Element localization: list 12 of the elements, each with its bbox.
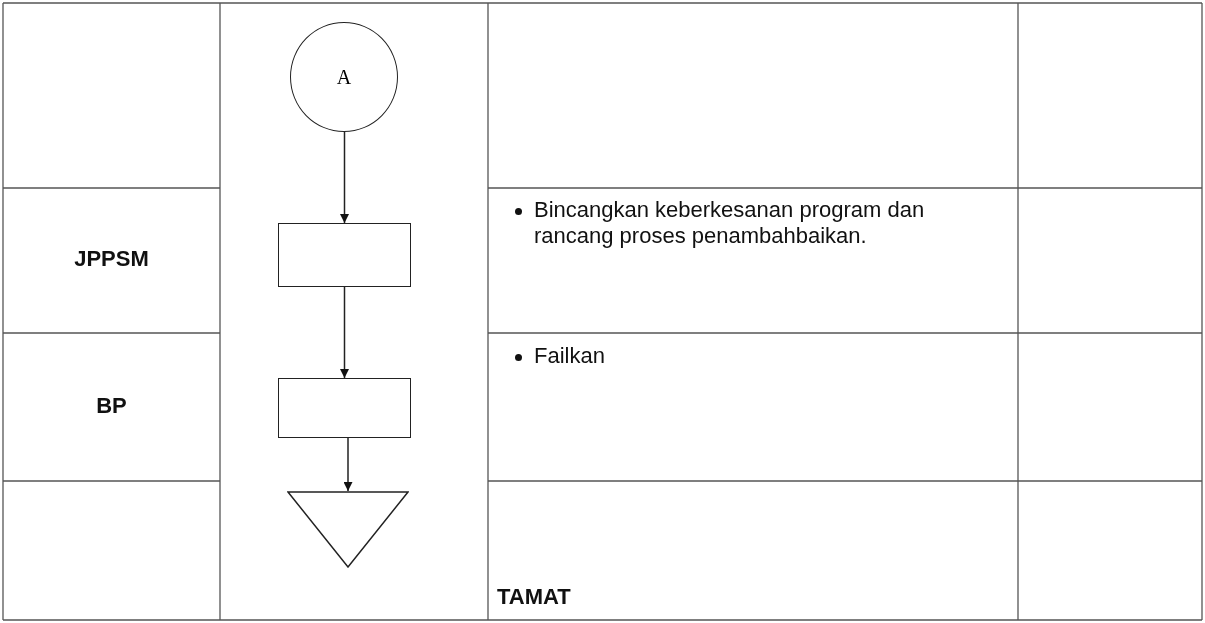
role-label: JPPSM bbox=[73, 246, 150, 273]
arrow bbox=[340, 131, 349, 224]
connector-label: A bbox=[336, 65, 352, 89]
end-triangle bbox=[287, 491, 409, 568]
bullet-text: Failkan bbox=[534, 343, 606, 370]
role-label: BP bbox=[95, 393, 128, 420]
arrow bbox=[343, 437, 353, 492]
process-box bbox=[278, 223, 411, 287]
step-label: TAMAT bbox=[497, 584, 572, 611]
process-box bbox=[278, 378, 411, 438]
bullet-text: Bincangkan keberkesanan program dan rancang proses penambahbaikan. bbox=[534, 197, 926, 250]
arrow bbox=[340, 286, 349, 379]
